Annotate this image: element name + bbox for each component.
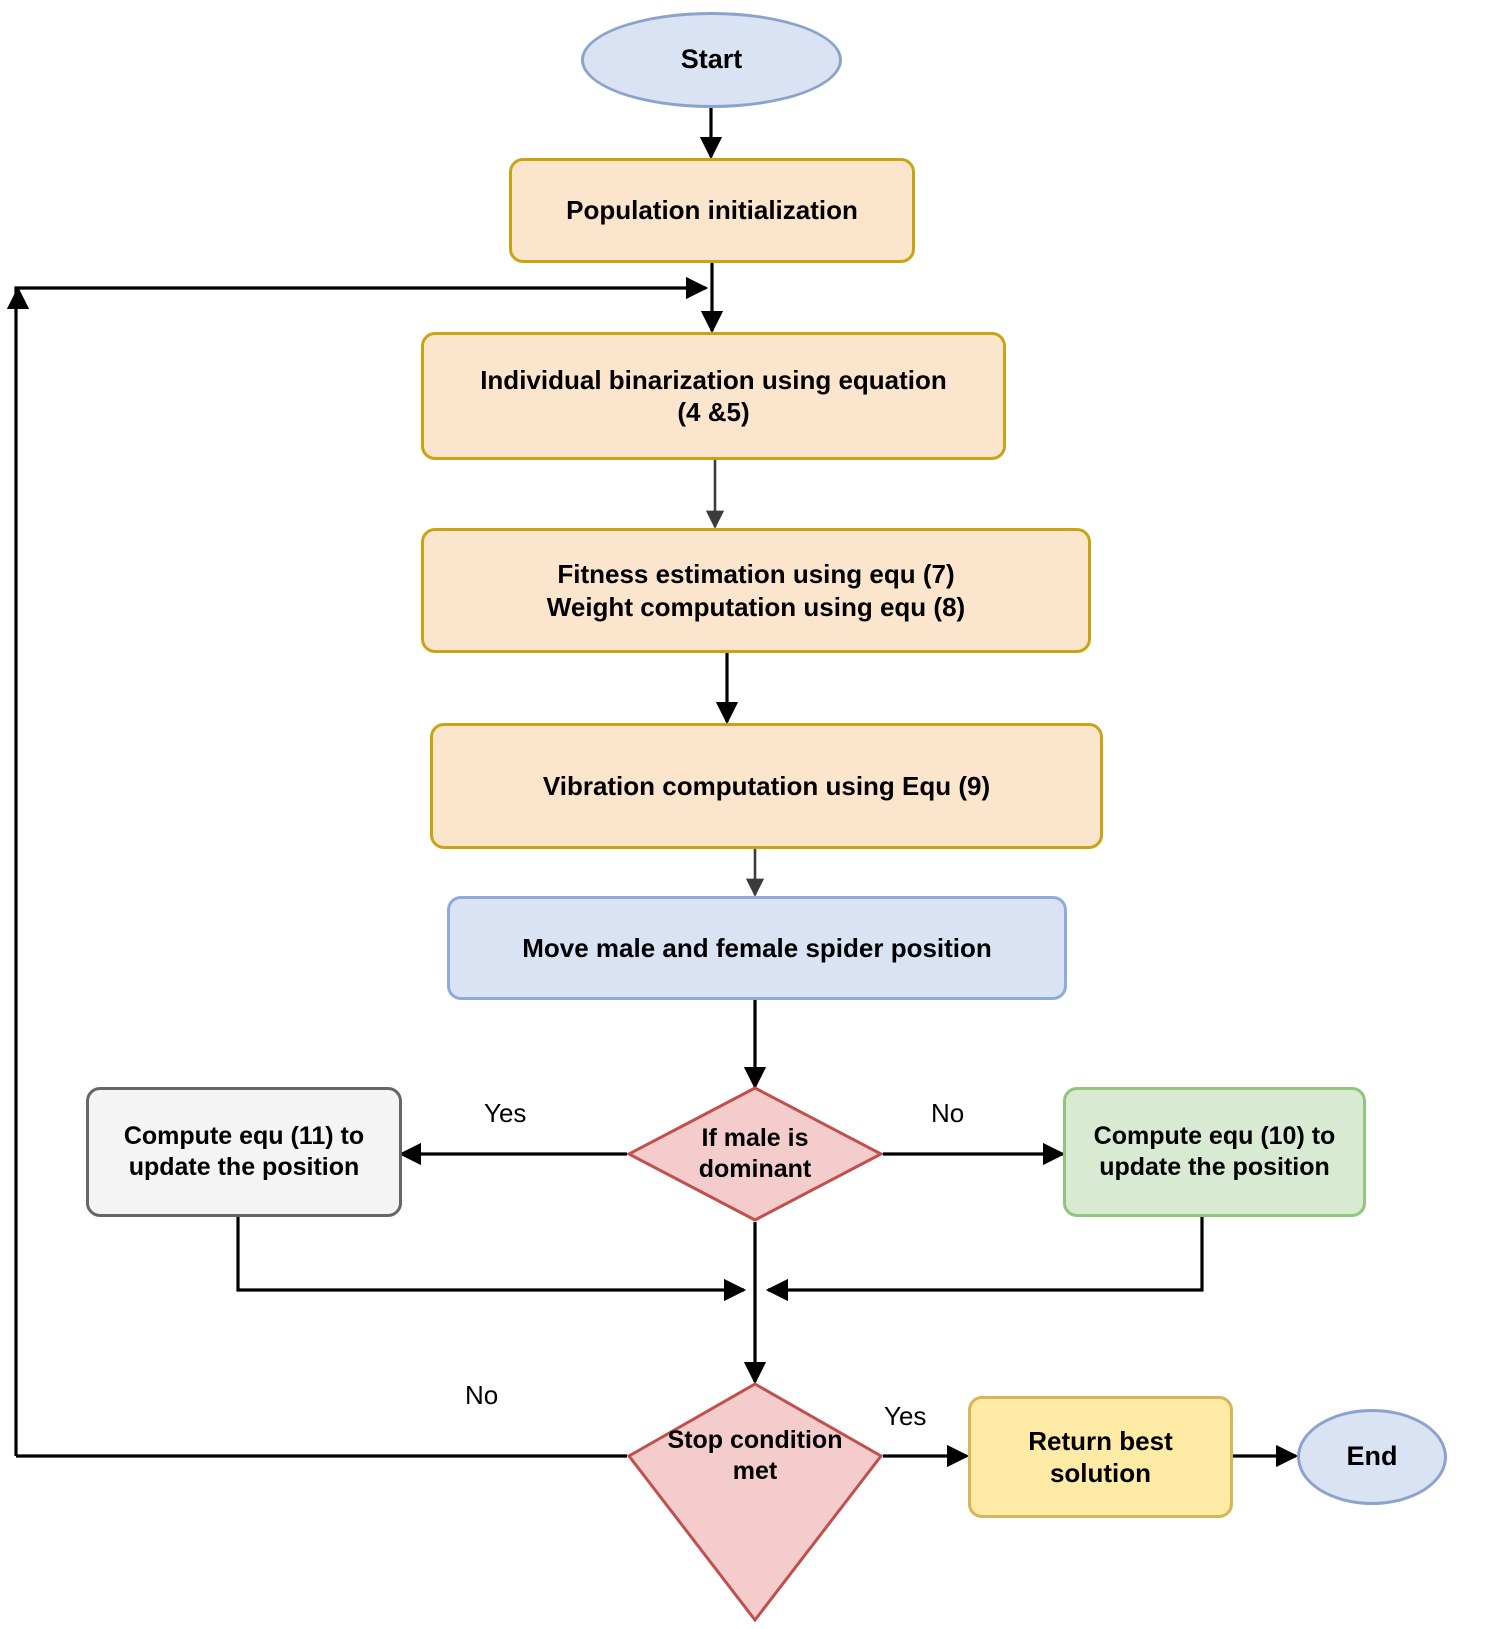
node-compute-equ-11[interactable]: Compute equ (11) to update the position <box>86 1087 402 1217</box>
edge-label-male-no: No <box>931 1098 965 1128</box>
node-stop-condition-met-label: Stop condition met <box>667 1425 843 1485</box>
node-move-spiders[interactable]: Move male and female spider position <box>447 896 1067 1000</box>
node-return-best-solution-label: Return best solution <box>1028 1425 1173 1489</box>
node-vibration-computation-label: Vibration computation using Equ (9) <box>542 770 991 801</box>
node-compute-equ-11-label: Compute equ (11) to update the position <box>123 1121 365 1181</box>
diamond-shape-male-dominant <box>627 1086 883 1222</box>
node-if-male-is-dominant-label: If male is dominant <box>698 1123 812 1183</box>
node-fitness-weight-label: Fitness estimation using equ (7) Weight … <box>546 559 966 622</box>
node-move-spiders-label: Move male and female spider position <box>522 932 992 963</box>
node-start-label: Start <box>680 44 743 75</box>
edge-equ10-to-merge <box>765 1216 1204 1302</box>
node-individual-binarization-label: Individual binarization using equation (… <box>480 364 947 428</box>
node-population-initialization-label: Population initialization <box>566 195 858 226</box>
node-end[interactable]: End <box>1297 1409 1447 1505</box>
node-if-male-is-dominant[interactable]: If male is dominant <box>627 1086 883 1222</box>
node-start[interactable]: Start <box>581 12 842 108</box>
node-individual-binarization[interactable]: Individual binarization using equation (… <box>421 332 1006 460</box>
diamond-shape-stop-condition <box>627 1382 883 1622</box>
node-population-initialization[interactable]: Population initialization <box>509 158 915 263</box>
node-fitness-weight[interactable]: Fitness estimation using equ (7) Weight … <box>421 528 1091 653</box>
edge-label-stop-no: No <box>465 1380 499 1410</box>
node-compute-equ-10-label: Compute equ (10) to update the position <box>1093 1121 1336 1181</box>
edge-label-male-yes: Yes <box>484 1098 527 1128</box>
node-end-label: End <box>1346 1441 1398 1472</box>
edge-label-stop-yes: Yes <box>884 1401 927 1431</box>
node-return-best-solution[interactable]: Return best solution <box>968 1396 1233 1518</box>
node-compute-equ-10[interactable]: Compute equ (10) to update the position <box>1063 1087 1366 1217</box>
node-vibration-computation[interactable]: Vibration computation using Equ (9) <box>430 723 1103 849</box>
edge-equ11-to-merge <box>236 1216 747 1302</box>
edge-stop-no-feedback-loop <box>14 276 709 1456</box>
node-stop-condition-met[interactable]: Stop condition met <box>627 1382 883 1622</box>
